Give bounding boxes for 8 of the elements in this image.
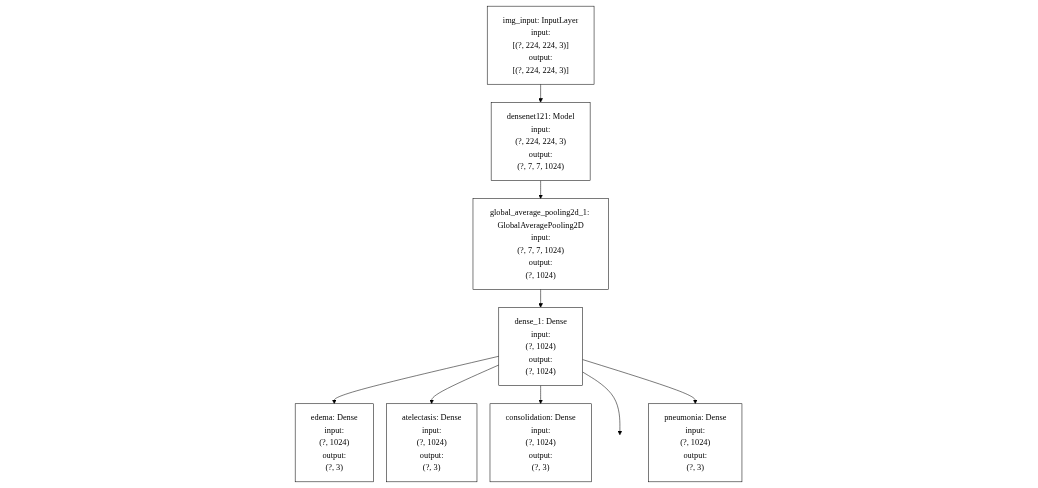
- node-box: atelectasis: Dense input: (?, 1024) output: (?, 3): [386, 403, 478, 483]
- node-box: img_input: InputLayer input: [(?, 224, 224, 3)] output: [(?, 224, 224, 3)]: [487, 5, 595, 85]
- node-box: consolidation: Dense input: (?, 1024) output: (?, 3): [490, 403, 592, 483]
- node-box: edema: Dense input: (?, 1024) output: (?, 3): [295, 403, 374, 483]
- node-box: densenet121: Model input: (?, 224, 224, 3) output: (?, 7, 7, 1024): [491, 102, 591, 181]
- node-box: dense_1: Dense input: (?, 1024) output: (?, 1024): [498, 307, 584, 386]
- node-box: pneumonia: Dense input: (?, 1024) output: (?, 3): [648, 403, 743, 483]
- node-box: global_average_pooling2d_1: GlobalAveragePooling2D input: (?, 7, 7, 1024) output: (?, 1024): [473, 198, 609, 290]
